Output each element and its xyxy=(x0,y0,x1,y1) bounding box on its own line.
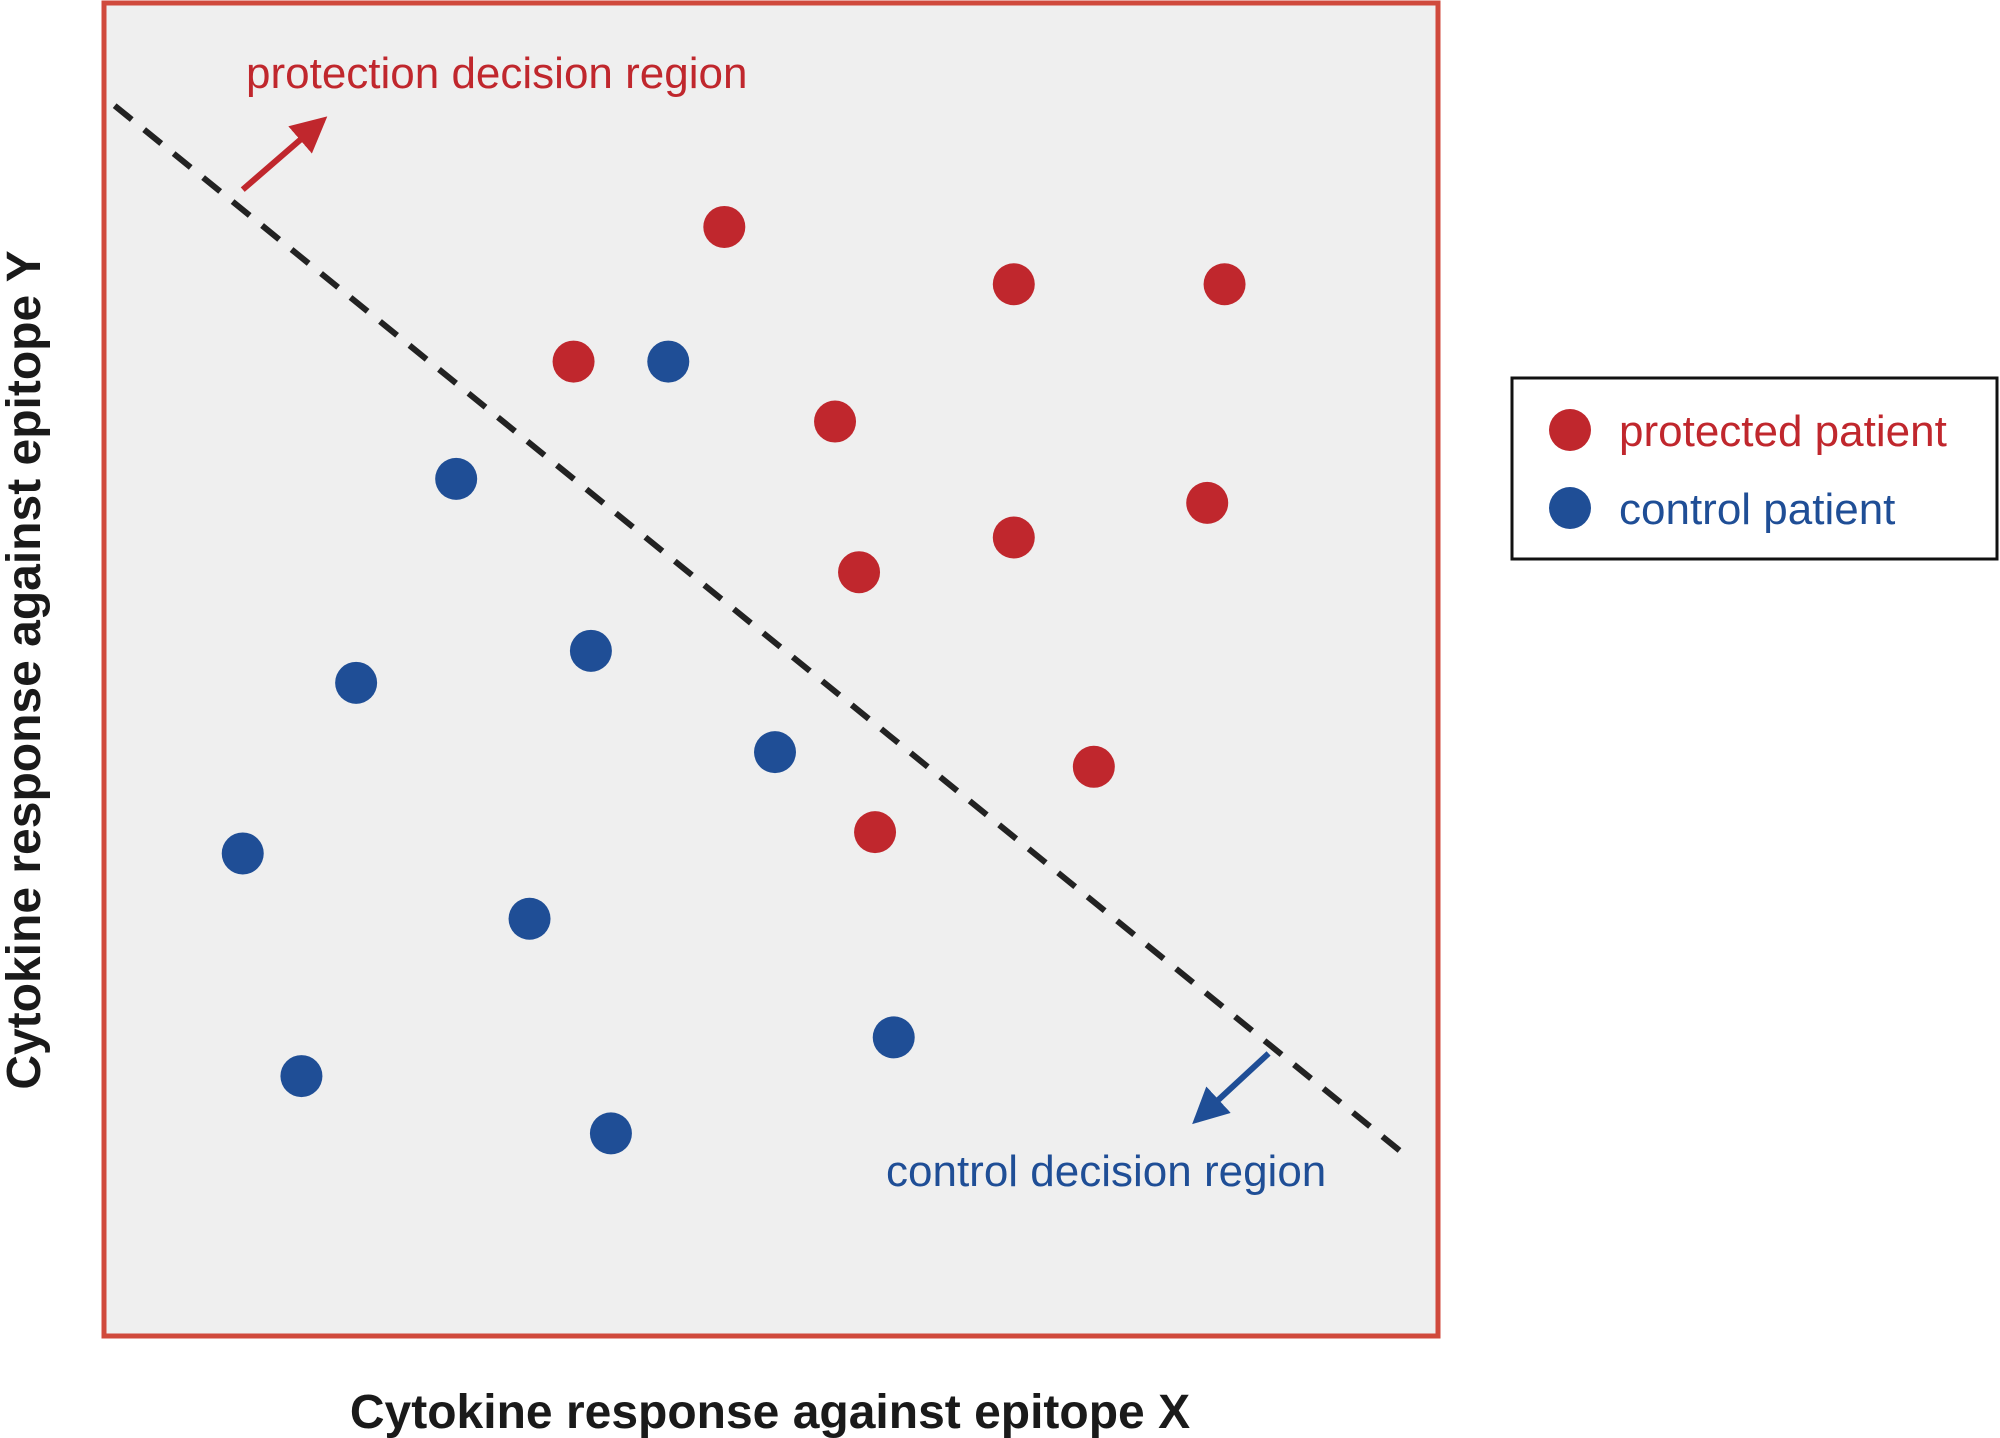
protected-patient-point-6 xyxy=(1186,481,1229,524)
control-patient-point-5 xyxy=(754,731,797,774)
legend-marker-control xyxy=(1549,487,1591,529)
protected-patient-point-2 xyxy=(992,263,1035,306)
control-patient-point-7 xyxy=(508,897,551,940)
legend-box xyxy=(1510,376,1999,561)
protected-patient-point-8 xyxy=(838,551,881,594)
y-axis-title: Cytokine response against epitope Y xyxy=(0,250,51,1089)
control-patient-point-4 xyxy=(335,661,378,704)
control-region-label: control decision region xyxy=(886,1147,1326,1196)
control-patient-point-6 xyxy=(221,832,264,875)
control-patient-point-9 xyxy=(280,1055,323,1098)
protected-patient-point-5 xyxy=(814,400,857,443)
plot-area xyxy=(101,0,1441,1339)
data-points xyxy=(221,205,1246,1155)
protection-region-label: protection decision region xyxy=(246,49,747,98)
legend: protected patient control patient xyxy=(1510,376,1999,561)
control-patient-point-10 xyxy=(589,1112,632,1155)
protected-patient-point-3 xyxy=(1203,263,1246,306)
legend-marker-protected xyxy=(1549,409,1591,451)
protected-patient-point-4 xyxy=(552,340,595,383)
protected-patient-point-1 xyxy=(703,205,746,248)
decision-boundary-line xyxy=(112,103,1414,1163)
protection-region-arrow xyxy=(240,116,328,192)
protected-patient-point-10 xyxy=(854,811,897,854)
control-patient-point-3 xyxy=(569,629,612,672)
x-axis-title: Cytokine response against epitope X xyxy=(350,1386,1190,1438)
legend-label-protected: protected patient xyxy=(1619,407,1947,456)
protected-patient-point-9 xyxy=(1072,745,1115,788)
control-region-arrow xyxy=(1192,1051,1271,1125)
control-patient-point-2 xyxy=(435,457,478,500)
control-patient-point-8 xyxy=(872,1016,915,1059)
control-patient-point-1 xyxy=(647,340,690,383)
protected-patient-point-7 xyxy=(992,516,1035,559)
legend-label-control: control patient xyxy=(1619,485,1895,534)
